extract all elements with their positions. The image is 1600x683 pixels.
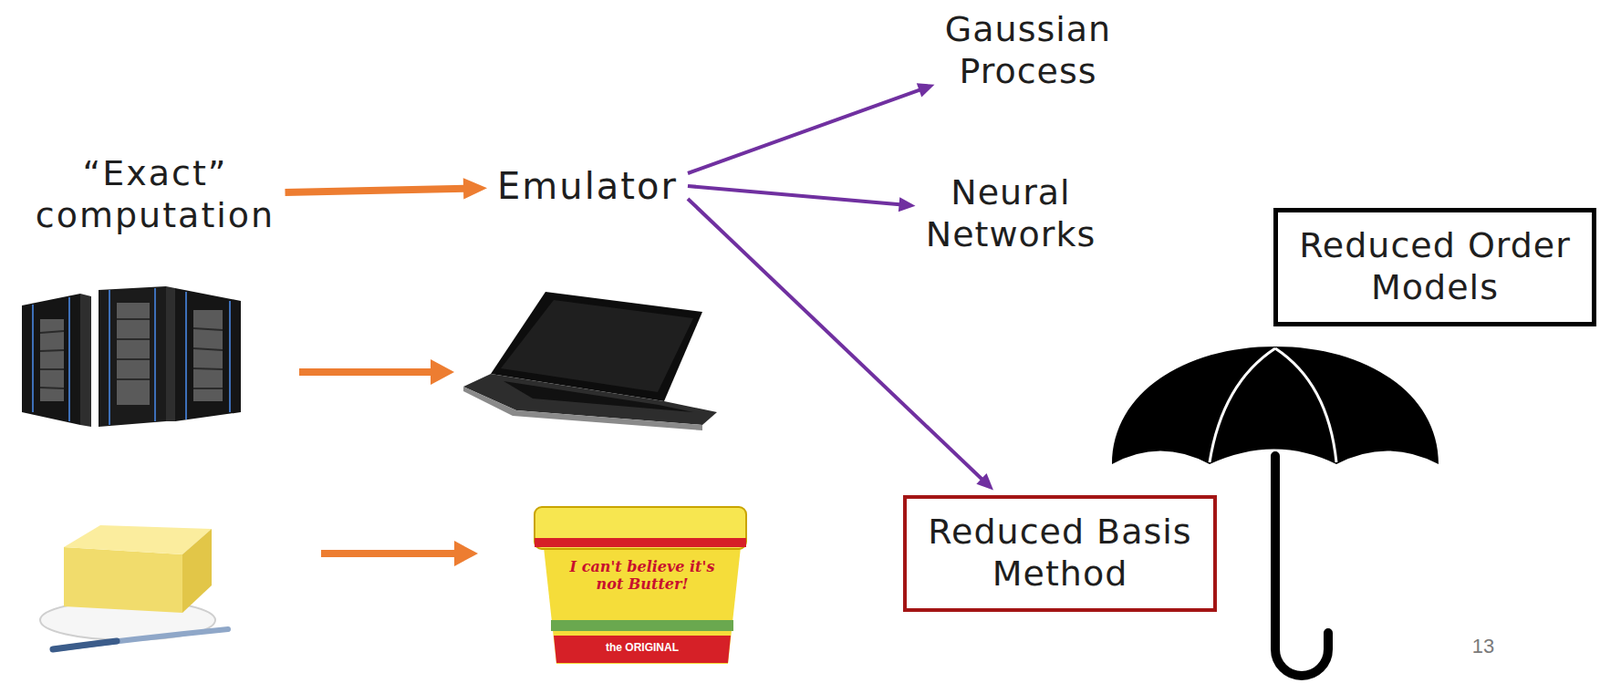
connector-arrow (687, 89, 923, 174)
rack-cabinet (98, 286, 167, 427)
laptop-edge (463, 386, 703, 431)
red-band (553, 635, 731, 664)
node-text: Gaussian Process (945, 9, 1112, 92)
method-text: Neural Networks (924, 172, 1098, 256)
butter-illustration (40, 525, 229, 650)
butter-front (63, 547, 183, 613)
green-band (550, 620, 734, 632)
umbrella-term-box: Reduced Order Models (1273, 207, 1597, 326)
node-text: Reduced Basis Method (927, 511, 1192, 594)
rack-side (166, 286, 176, 422)
rack-panels (40, 302, 223, 406)
arrow-head (916, 83, 936, 97)
margarine-tub-illustration (534, 507, 747, 665)
method-text: Gaussian Process (944, 9, 1113, 93)
lid-stripe (534, 538, 747, 548)
arrow-head (463, 177, 488, 199)
knife (52, 629, 229, 650)
orange-arrow (321, 540, 478, 567)
tub-lid (534, 507, 747, 550)
arrow-head (976, 473, 994, 490)
orange-arrow (299, 359, 455, 385)
umbrella-handle (1275, 456, 1329, 676)
rack-lights (32, 288, 230, 426)
rack-cabinet (175, 288, 241, 422)
butter-side (182, 529, 212, 613)
umbrella-rib (1209, 348, 1276, 463)
connector-arrow (285, 188, 469, 193)
laptop-screen (500, 300, 694, 393)
connector-arrow (687, 186, 903, 206)
laptop-illustration (463, 291, 717, 431)
emulator-text: Emulator (496, 164, 679, 208)
node-text: Neural Networks (925, 172, 1096, 255)
product-text: I can't believe it's not Butter! (558, 558, 727, 593)
supercomputer-illustration (21, 286, 241, 427)
knife-handle (52, 641, 117, 650)
rack-side (80, 293, 92, 427)
umbrella-canopy (1111, 346, 1439, 465)
tub-body (543, 547, 741, 665)
source-text: “Exact” computation (34, 153, 277, 237)
node-text: Emulator (497, 165, 678, 208)
node-text: “Exact” computation (35, 153, 275, 236)
page-number: 13 (1464, 634, 1502, 659)
product-text: the ORIGINAL (565, 641, 719, 655)
laptop-keyboard (503, 381, 694, 413)
rack-grills (40, 319, 223, 389)
rack-cabinet (21, 293, 81, 426)
umbrella-rib (1275, 348, 1337, 463)
arrow-head (898, 197, 916, 212)
node-text: Reduced Order Models (1298, 225, 1571, 308)
method-box: Reduced Basis Method (903, 495, 1217, 612)
